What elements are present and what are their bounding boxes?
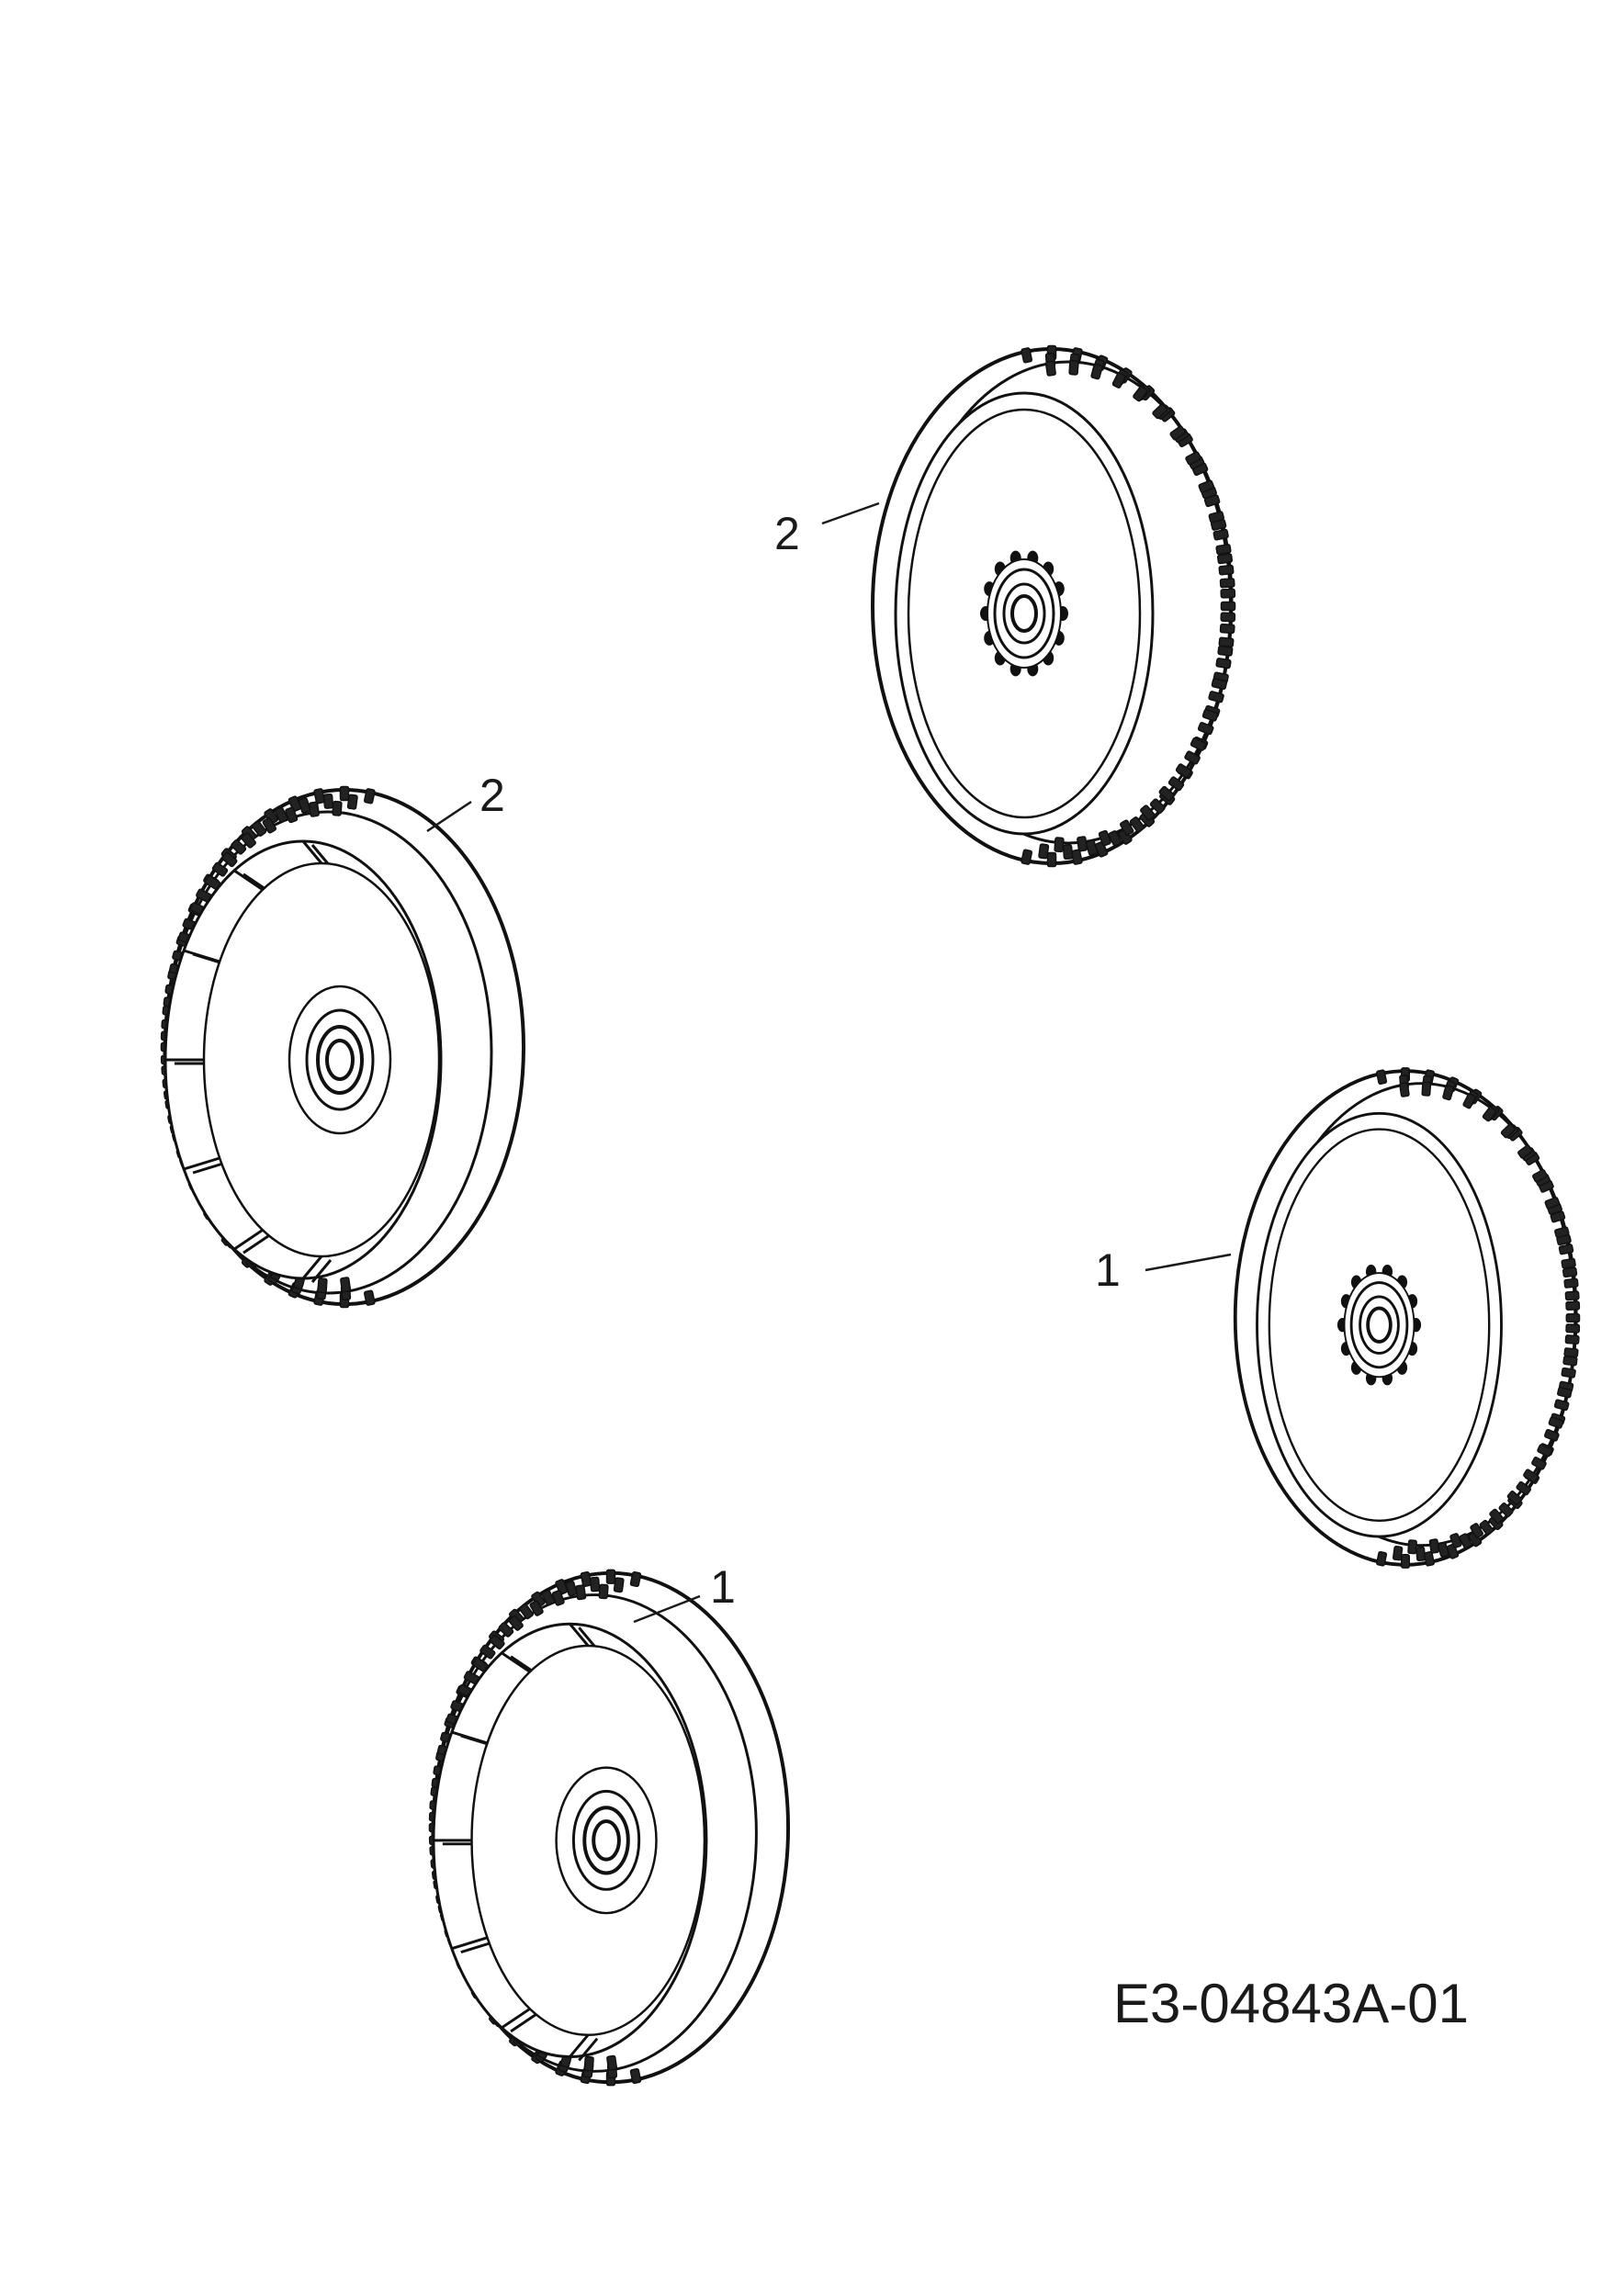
callout-number: 1: [710, 1561, 736, 1613]
wheel-hub-sprocket-icon: [871, 343, 1237, 869]
leader-line: [821, 501, 880, 525]
callout-number: 2: [479, 770, 505, 821]
wheel-lower-left: [427, 1568, 791, 2088]
wheel-lower-right: [1233, 1065, 1582, 1570]
wheel-upper-left: [159, 784, 525, 1310]
callout-number: 1: [1095, 1244, 1121, 1296]
callout-number: 2: [774, 508, 800, 559]
leader-line: [426, 800, 472, 833]
leader-line: [633, 1594, 701, 1624]
wheel-spoked-rim-icon: [427, 1568, 791, 2088]
wheel-spoked-rim-icon: [159, 784, 525, 1310]
wheel-upper-right: [871, 343, 1237, 869]
leader-line: [1145, 1253, 1232, 1272]
wheel-hub-sprocket-icon: [1233, 1065, 1582, 1570]
drawing-id: E3-04843A-01: [1113, 1973, 1469, 2034]
